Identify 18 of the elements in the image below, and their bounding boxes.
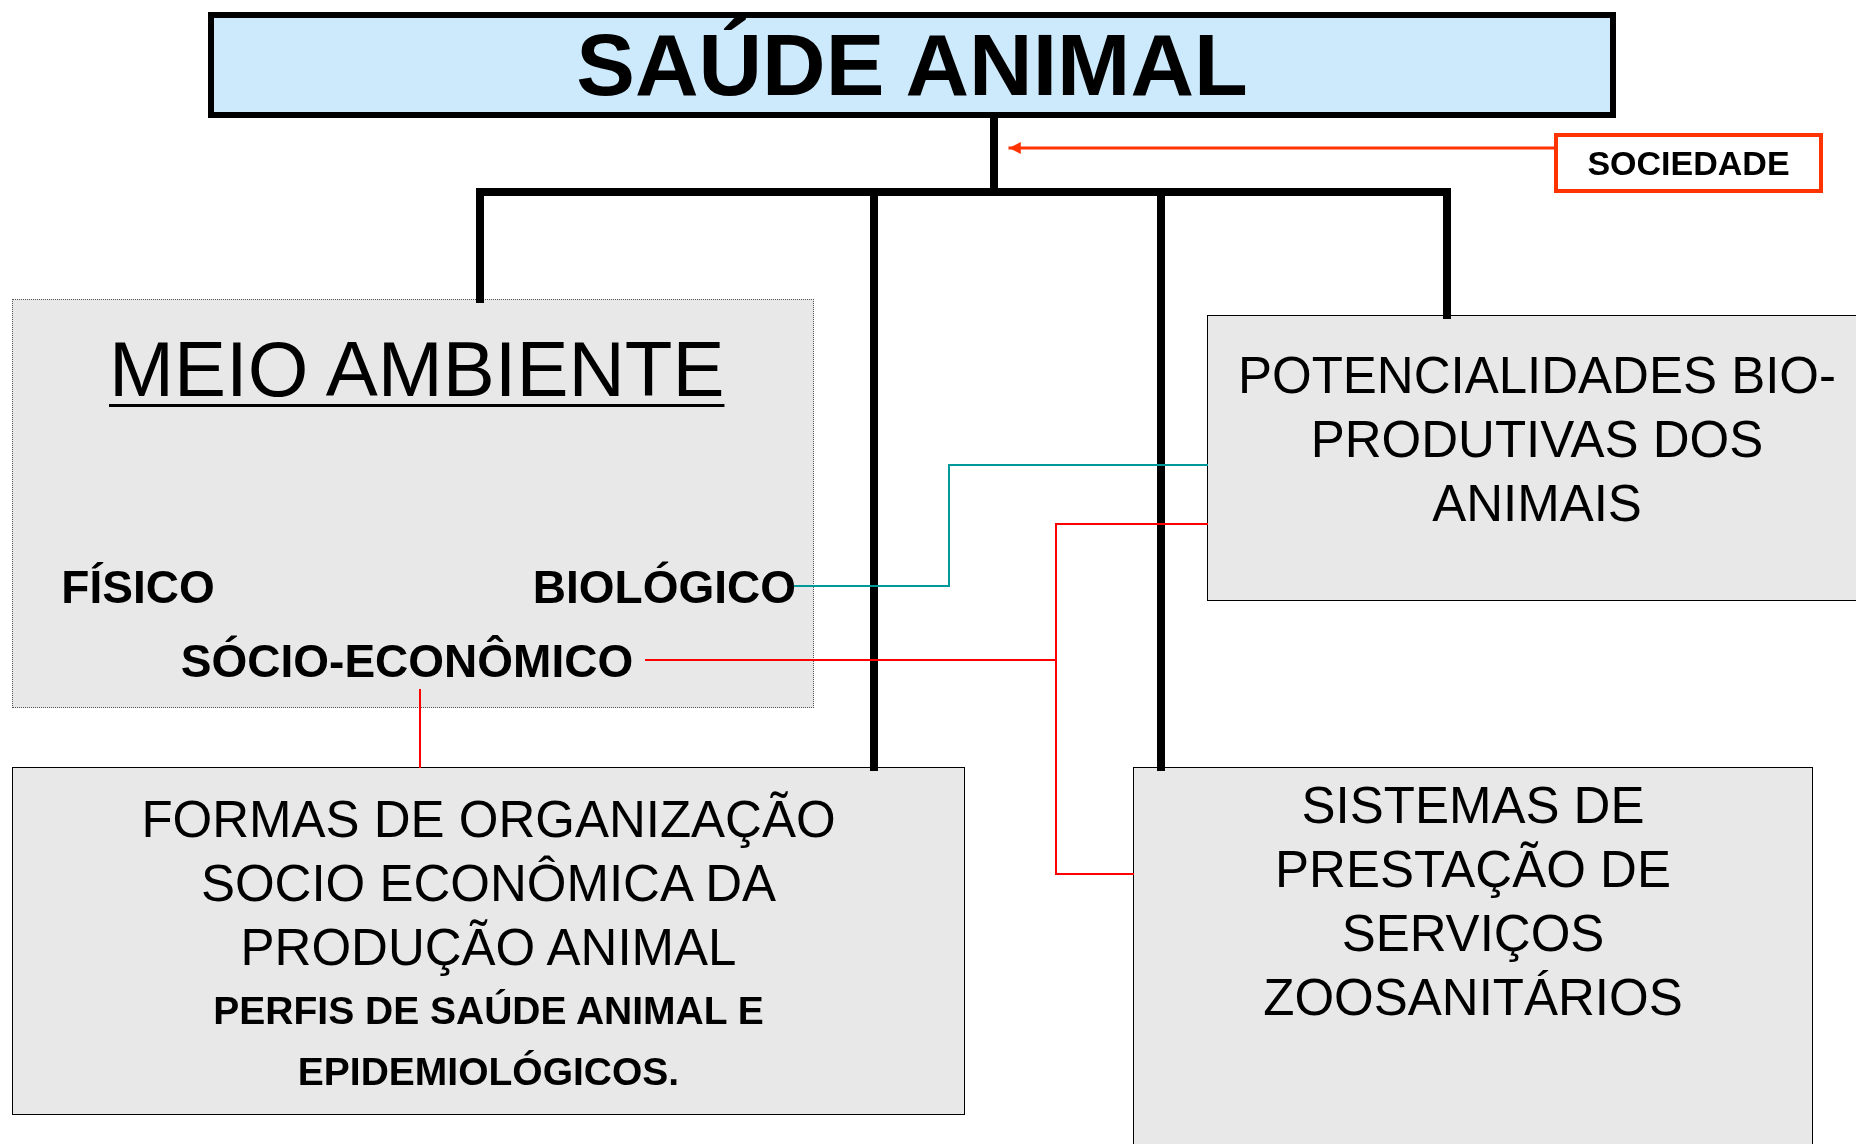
box-text: POTENCIALIDADES BIO-PRODUTIVAS DOS ANIMAIS — [1237, 346, 1837, 534]
category-label: BIOLÓGICO — [521, 557, 796, 617]
group-box — [12, 299, 814, 708]
category-label: SÓCIO-ECONÔMICO — [167, 631, 647, 691]
process-box — [1207, 315, 1856, 601]
label-box — [1554, 133, 1823, 193]
process-box — [1133, 767, 1813, 1144]
connector-line — [794, 464, 1208, 587]
process-box — [12, 767, 965, 1115]
category-label: FÍSICO — [53, 557, 223, 617]
box-text: FORMAS DE ORGANIZAÇÃO SOCIO ECONÔMICA DA PRODUÇÃO ANIMAL — [140, 790, 837, 978]
label-text: SOCIEDADE — [1587, 143, 1790, 183]
box-text: SISTEMAS DE PRESTAÇÃO DE SERVIÇOS ZOOSANITÁRIOS — [1262, 776, 1684, 1028]
group-heading: MEIO AMBIENTE — [109, 324, 725, 415]
arrow — [1008, 142, 1556, 154]
connector-line — [419, 689, 421, 768]
title-box — [208, 12, 1616, 118]
box-subtext: PERFIS DE SAÚDE ANIMAL E EPIDEMIOLÓGICOS. — [212, 988, 765, 1095]
